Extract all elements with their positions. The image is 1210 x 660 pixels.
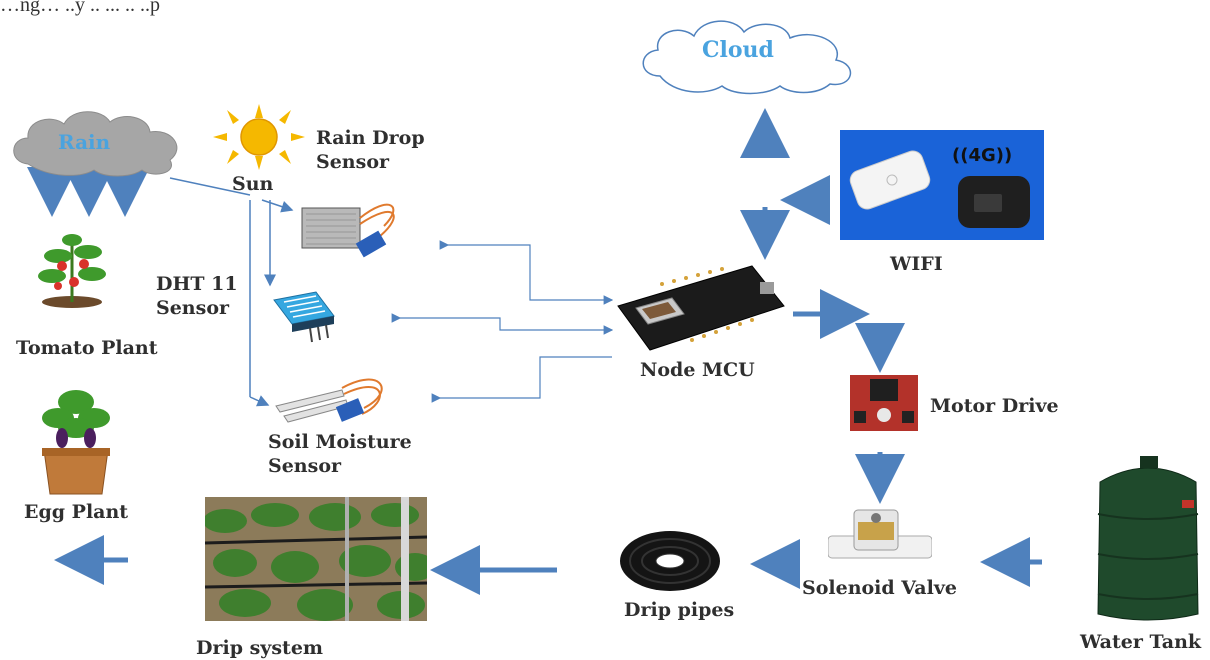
sun-icon	[213, 104, 305, 170]
soil-sensor-label-2: Sensor	[268, 455, 342, 477]
cloud-node: Cloud	[630, 14, 862, 96]
drip-pipes-label: Drip pipes	[624, 599, 735, 621]
motor-drive-label: Motor Drive	[930, 395, 1059, 417]
soil-sensor-image	[272, 372, 392, 424]
rain-drop-sensor-label-1: Rain Drop	[316, 127, 425, 149]
rain-drop-sensor-image	[300, 196, 400, 268]
caption-fragment: …ng… ..y .. ... .. ..p	[0, 0, 160, 16]
tomato-plant-label: Tomato Plant	[16, 337, 158, 359]
dht-sensor-label-1: DHT 11	[156, 273, 238, 295]
rain-label: Rain	[58, 130, 111, 154]
rain-drop-sensor-label-2: Sensor	[316, 151, 390, 173]
wifi-label: WIFI	[890, 253, 943, 275]
drip-pipes-image	[618, 528, 722, 594]
tomato-plant-image	[28, 230, 112, 310]
dht-sensor-image	[272, 290, 340, 346]
water-tank-image	[1088, 454, 1208, 624]
node-mcu-label: Node MCU	[640, 359, 755, 381]
sun-to-sensor-lines	[169, 177, 294, 407]
sun-label: Sun	[232, 173, 274, 195]
cloud-icon	[642, 20, 852, 95]
water-tank-label: Water Tank	[1080, 631, 1202, 653]
drip-system-image	[205, 497, 427, 621]
cloud-label: Cloud	[702, 37, 774, 63]
rain-cloud-icon	[13, 111, 178, 177]
egg-plant-label: Egg Plant	[24, 501, 129, 523]
wifi-4g-badge: ((4G))	[952, 145, 1013, 166]
drip-system-label: Drip system	[196, 637, 324, 659]
wifi-router-icons	[849, 150, 1030, 228]
soil-sensor-label-1: Soil Moisture	[268, 431, 412, 453]
solenoid-valve-label: Solenoid Valve	[802, 577, 957, 599]
solenoid-valve-image	[827, 506, 933, 572]
dht-sensor-label-2: Sensor	[156, 297, 230, 319]
sensor-mcu-links	[391, 240, 614, 403]
rain-cloud: Rain	[6, 108, 184, 178]
motor-drive-image	[850, 375, 918, 431]
rain-down-arrows	[27, 167, 150, 217]
mcu-cloud-wifi-arrows	[54, 108, 1042, 595]
egg-plant-image	[38, 384, 114, 496]
node-mcu-image	[612, 262, 790, 354]
wifi-box: ((4G))	[840, 130, 1044, 240]
